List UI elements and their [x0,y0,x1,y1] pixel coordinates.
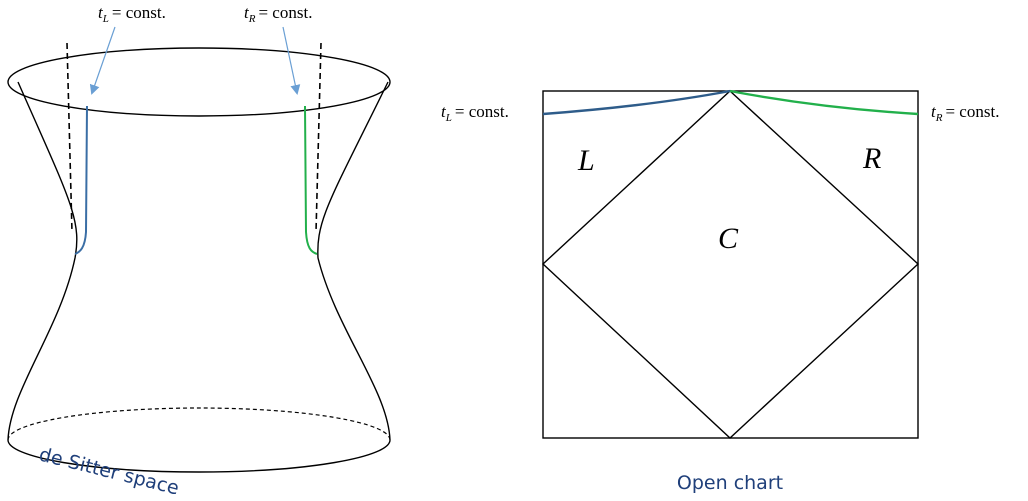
region-C-label: C [718,222,739,255]
t-R-label-side: tR= const. [931,102,999,124]
open-chart-figure: L R C tL= const. tR= const. Open chart [441,89,999,494]
t-R-arrow [282,26,301,95]
hyperboloid-right-profile [317,81,391,441]
t-L-const-slice [542,89,731,116]
region-L-label: L [577,144,595,177]
central-diamond [541,90,920,439]
t-R-const-slice [729,89,919,116]
hyperboloid-top-ellipse [7,47,391,117]
region-R-label: R [862,142,881,175]
left-dashed-vertical [66,42,73,233]
right-dashed-vertical [315,42,322,233]
t-R-label-top: tR= const. [244,3,312,25]
t-L-label-top: tL= const. [98,3,166,25]
t-L-arrow [89,26,116,95]
open-chart-caption: Open chart [677,472,783,494]
hyperboloid-left-profile [7,81,78,441]
hyperboloid-bottom-ellipse-front [7,439,391,473]
t-L-label-side: tL= const. [441,102,509,124]
t-L-const-curve [74,105,88,255]
t-R-const-curve [304,105,318,255]
penrose-square [542,90,919,439]
hyperboloid-bottom-ellipse-back [7,407,391,441]
de-sitter-figure: tL= const. tR= const. de Sitter space [7,3,391,500]
